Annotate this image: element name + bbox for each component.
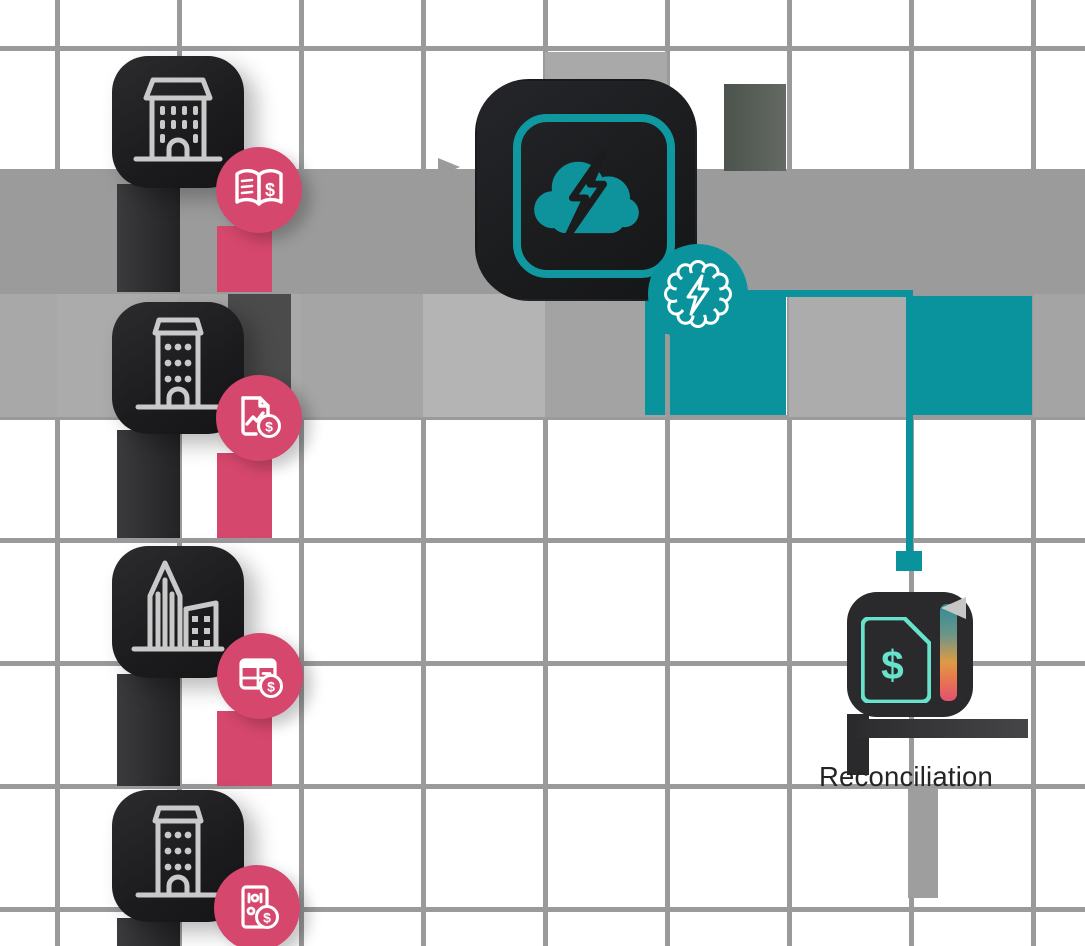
platform-icon — [474, 78, 698, 302]
spreadsheet-badge: $ — [217, 633, 303, 719]
building-trail — [117, 674, 180, 786]
spreadsheet-dollar-icon: $ — [239, 658, 283, 698]
badge-trail — [217, 226, 272, 292]
gray-bar — [908, 788, 938, 898]
ledger-book-dollar-icon: $ — [235, 169, 283, 206]
gray-cell — [301, 294, 423, 417]
teal-connector-nub — [896, 551, 922, 571]
ai-burst-badge — [648, 244, 748, 344]
grid-line — [665, 334, 670, 415]
grid-line — [55, 0, 60, 946]
cornice-building-glyph — [133, 77, 223, 162]
meter-reading-badge: $ — [214, 865, 300, 946]
dollar-glyph: $ — [265, 419, 273, 435]
office-tower-glyph — [135, 317, 221, 410]
grid-line — [0, 784, 1085, 789]
grid-line — [787, 0, 792, 946]
teal-cell — [911, 296, 1032, 415]
gray-cell — [789, 294, 911, 417]
ai-burst-lightning-icon — [664, 260, 732, 328]
dollar-glyph: $ — [881, 642, 904, 688]
gray-cell — [0, 294, 57, 417]
invoice-chart-dollar-icon: $ — [241, 396, 281, 438]
building-icon-2 — [112, 302, 244, 434]
dollar-glyph: $ — [267, 679, 275, 695]
grid-line — [299, 0, 304, 946]
grid-line — [543, 0, 548, 946]
grid-line — [0, 415, 1085, 420]
building-trail — [117, 918, 180, 946]
dollar-glyph: $ — [265, 180, 275, 200]
invoice-shadow-bar — [857, 719, 1028, 738]
teal-connector-horizontal — [745, 290, 913, 297]
gray-cell — [423, 294, 545, 417]
badge-trail — [217, 453, 272, 538]
left-arrowhead-icon — [941, 597, 966, 619]
city-skyline-glyph — [131, 560, 225, 652]
grid-line — [665, 0, 670, 946]
grid-line — [421, 0, 426, 946]
cost-gradient-bar — [940, 604, 957, 701]
grid-line — [0, 907, 1085, 912]
office-tower-glyph — [135, 805, 221, 898]
invoice-chart-badge: $ — [216, 375, 302, 461]
badge-trail — [217, 711, 272, 786]
grid-line — [0, 46, 1085, 51]
meter-reading-dollar-icon: $ — [241, 885, 279, 929]
grid-line — [0, 661, 1085, 666]
bill-dollar-glyph: $ — [861, 617, 931, 703]
building-trail — [117, 430, 180, 538]
grid-line — [1031, 0, 1036, 946]
teal-connector-vertical — [906, 292, 913, 553]
bill-document-icon: $ — [847, 592, 973, 717]
reconciliation-label: Reconciliation — [818, 761, 993, 792]
platform-shadow-block — [724, 84, 786, 171]
building-trail — [117, 184, 180, 292]
teal-frame — [513, 114, 675, 278]
cloud-lightning-icon — [534, 149, 639, 239]
gray-cell — [1033, 294, 1085, 417]
dollar-glyph: $ — [263, 910, 271, 926]
grid-line — [0, 538, 1085, 543]
ledger-book-badge: $ — [216, 147, 302, 233]
right-arrowhead-icon — [438, 158, 460, 176]
